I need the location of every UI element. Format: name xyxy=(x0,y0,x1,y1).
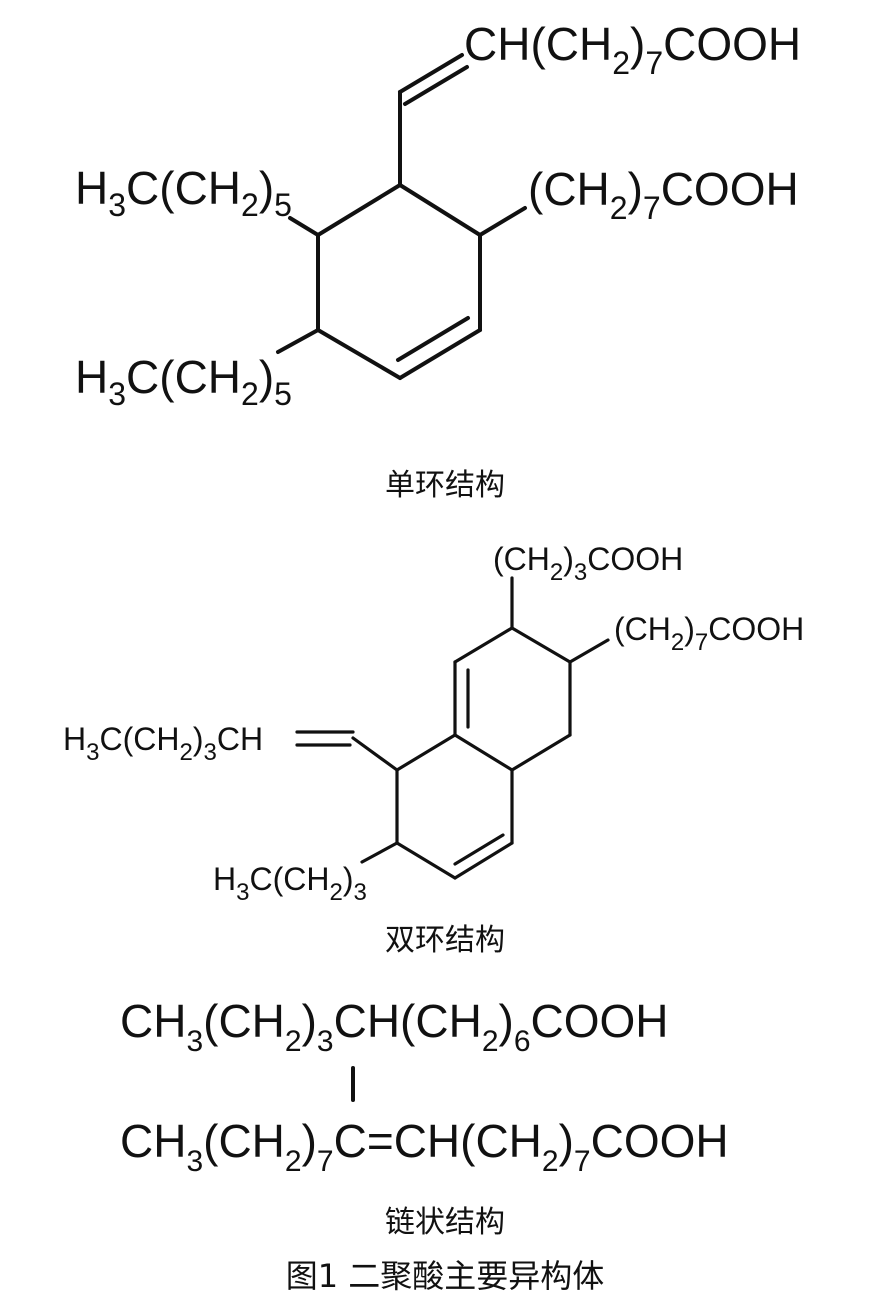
ring-bond xyxy=(316,183,402,237)
substituent-bond xyxy=(360,841,399,864)
ring-bond xyxy=(453,626,514,664)
ring-bond xyxy=(510,626,572,664)
group-hexyl-upper: H3C(CH2)5 xyxy=(75,162,292,223)
ring-bond xyxy=(395,733,457,772)
acyclic-line-1: CH3(CH2)3CH(CH2)6COOH xyxy=(120,995,669,1058)
figure-caption: 图1 二聚酸主要异构体 xyxy=(286,1257,605,1295)
ring-bond xyxy=(398,183,482,237)
group-hexyl-lower: H3C(CH2)5 xyxy=(75,351,292,412)
group-top-acid: (CH2)3COOH xyxy=(493,541,683,586)
ring-bond xyxy=(453,733,514,772)
ring-bond xyxy=(316,328,402,380)
acyclic-line-2: CH3(CH2)7C=CH(CH2)7COOH xyxy=(120,1115,729,1178)
bicyclic-structure: (CH2)3COOH (CH2)7COOH H3C(CH2)3CH H3C(CH… xyxy=(63,541,804,958)
group-right-acid: (CH2)7COOH xyxy=(614,611,804,656)
ring-double-bond xyxy=(398,328,482,380)
caption-acyclic: 链状结构 xyxy=(385,1205,505,1240)
caption-bicyclic: 双环结构 xyxy=(385,923,505,958)
vinyl-double-bond xyxy=(398,53,464,94)
group-ylidene: H3C(CH2)3CH xyxy=(63,721,263,766)
group-butyl: H3C(CH2)3 xyxy=(213,861,367,906)
ring-bond xyxy=(395,841,457,880)
monocyclic-structure: CH(CH2)7COOH (CH2)7COOH H3C(CH2)5 H3C(CH… xyxy=(75,18,801,503)
vinyl-double-bond-inner xyxy=(403,65,469,106)
caption-monocyclic: 单环结构 xyxy=(385,468,505,503)
substituent-bond xyxy=(478,206,527,237)
acyclic-structure: CH3(CH2)3CH(CH2)6COOH CH3(CH2)7C=CH(CH2)… xyxy=(120,995,729,1240)
substituent-bond xyxy=(288,216,320,237)
group-top-acid: CH(CH2)7COOH xyxy=(464,18,801,81)
substituent-bond xyxy=(351,736,399,772)
substituent-bond xyxy=(276,328,320,354)
ring-double-bond-inner xyxy=(396,316,470,362)
group-right-acid: (CH2)7COOH xyxy=(528,163,799,226)
ring-bond xyxy=(510,733,572,772)
ring-double-bond xyxy=(453,841,514,880)
substituent-bond xyxy=(568,638,610,664)
ring-double-bond-inner xyxy=(453,833,505,866)
